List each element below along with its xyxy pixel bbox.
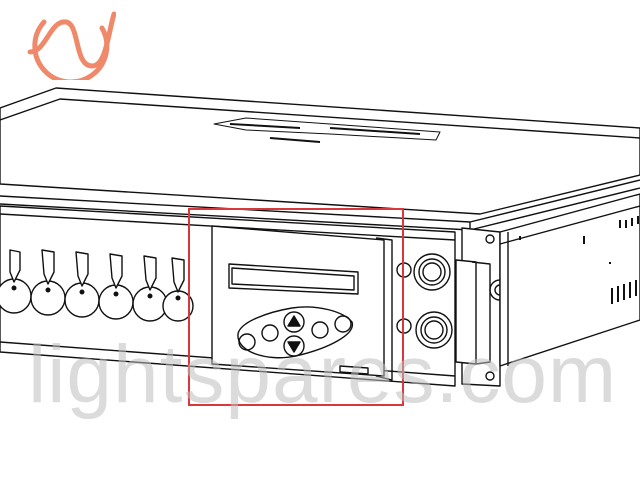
triangle-down-icon	[287, 341, 301, 353]
lcd-display	[228, 263, 359, 295]
connector-top	[396, 253, 451, 291]
highlight-box	[188, 208, 404, 406]
button-right-2	[334, 315, 352, 333]
logo-icon	[27, 11, 116, 80]
connector-bottom	[396, 311, 453, 349]
button-right	[311, 321, 329, 339]
button-down	[283, 335, 305, 357]
knob-row	[0, 249, 194, 322]
top-label	[213, 117, 441, 141]
button-left-2	[261, 324, 279, 342]
button-up	[283, 311, 305, 333]
top-cover	[0, 87, 640, 215]
side-panel	[499, 193, 640, 367]
triangle-up-icon	[287, 315, 301, 327]
button-left	[238, 333, 256, 351]
